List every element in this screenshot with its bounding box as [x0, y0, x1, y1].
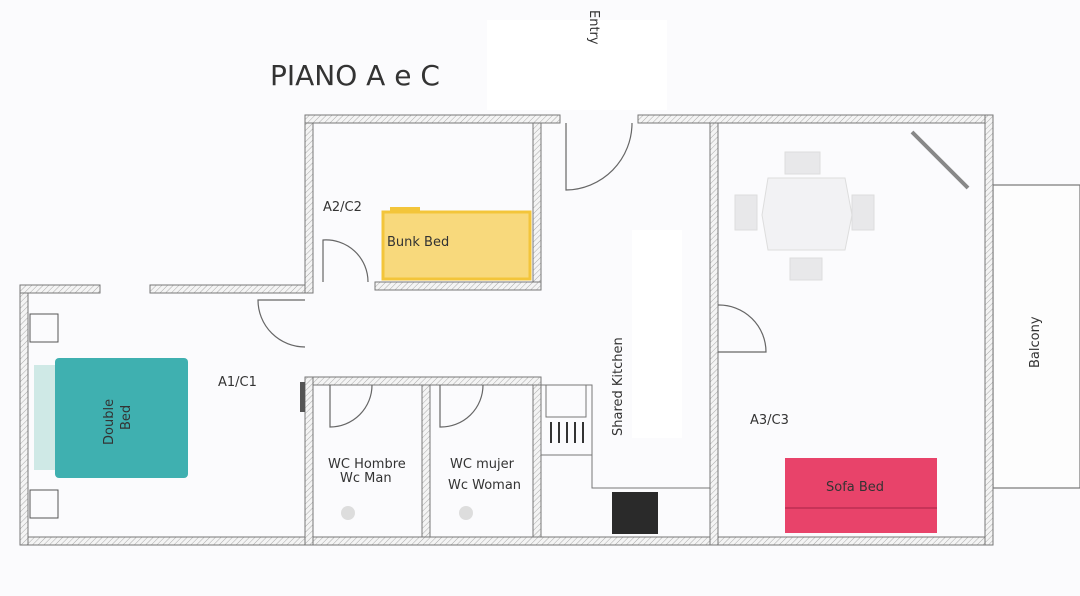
- sofa-bed: [785, 458, 937, 533]
- entry-label: Entry: [586, 10, 601, 45]
- balcony-label: Balcony: [1028, 316, 1043, 368]
- bunk-bed-label: Bunk Bed: [387, 235, 449, 250]
- sofa-bed-label: Sofa Bed: [826, 480, 884, 495]
- kitchen-island: [632, 230, 682, 438]
- window-mark: [910, 130, 970, 190]
- room-label-a2: A2/C2: [323, 200, 362, 215]
- balcony: [992, 184, 1080, 489]
- room-label-kitchen: Shared Kitchen: [611, 337, 626, 436]
- wc-woman-label-1: WC mujer: [450, 457, 515, 472]
- double-bed-label-1: Double: [102, 399, 117, 445]
- toilet-icon: [341, 506, 355, 520]
- toilet-icon: [459, 506, 473, 520]
- wc-man-label-1: WC Hombre: [328, 457, 406, 472]
- kitchen-counter: [541, 230, 710, 534]
- doors: [257, 122, 767, 428]
- dining-table: [734, 151, 875, 281]
- walls: [19, 114, 994, 546]
- pillows: [34, 365, 56, 470]
- bunk-bed: [381, 210, 532, 281]
- room-label-a1: A1/C1: [218, 375, 257, 390]
- nightstand: [29, 313, 59, 343]
- room-label-a3: A3/C3: [750, 413, 789, 428]
- plan-title: PIANO A e C: [270, 59, 440, 92]
- nightstand: [29, 489, 59, 519]
- wc-man-label-2: Wc Man: [340, 471, 392, 486]
- double-bed: [55, 358, 188, 478]
- wc-woman-label-2: Wc Woman: [448, 478, 521, 493]
- entry-area: [487, 20, 667, 110]
- stove-icon: [612, 492, 658, 534]
- double-bed-label-2: Bed: [119, 405, 134, 430]
